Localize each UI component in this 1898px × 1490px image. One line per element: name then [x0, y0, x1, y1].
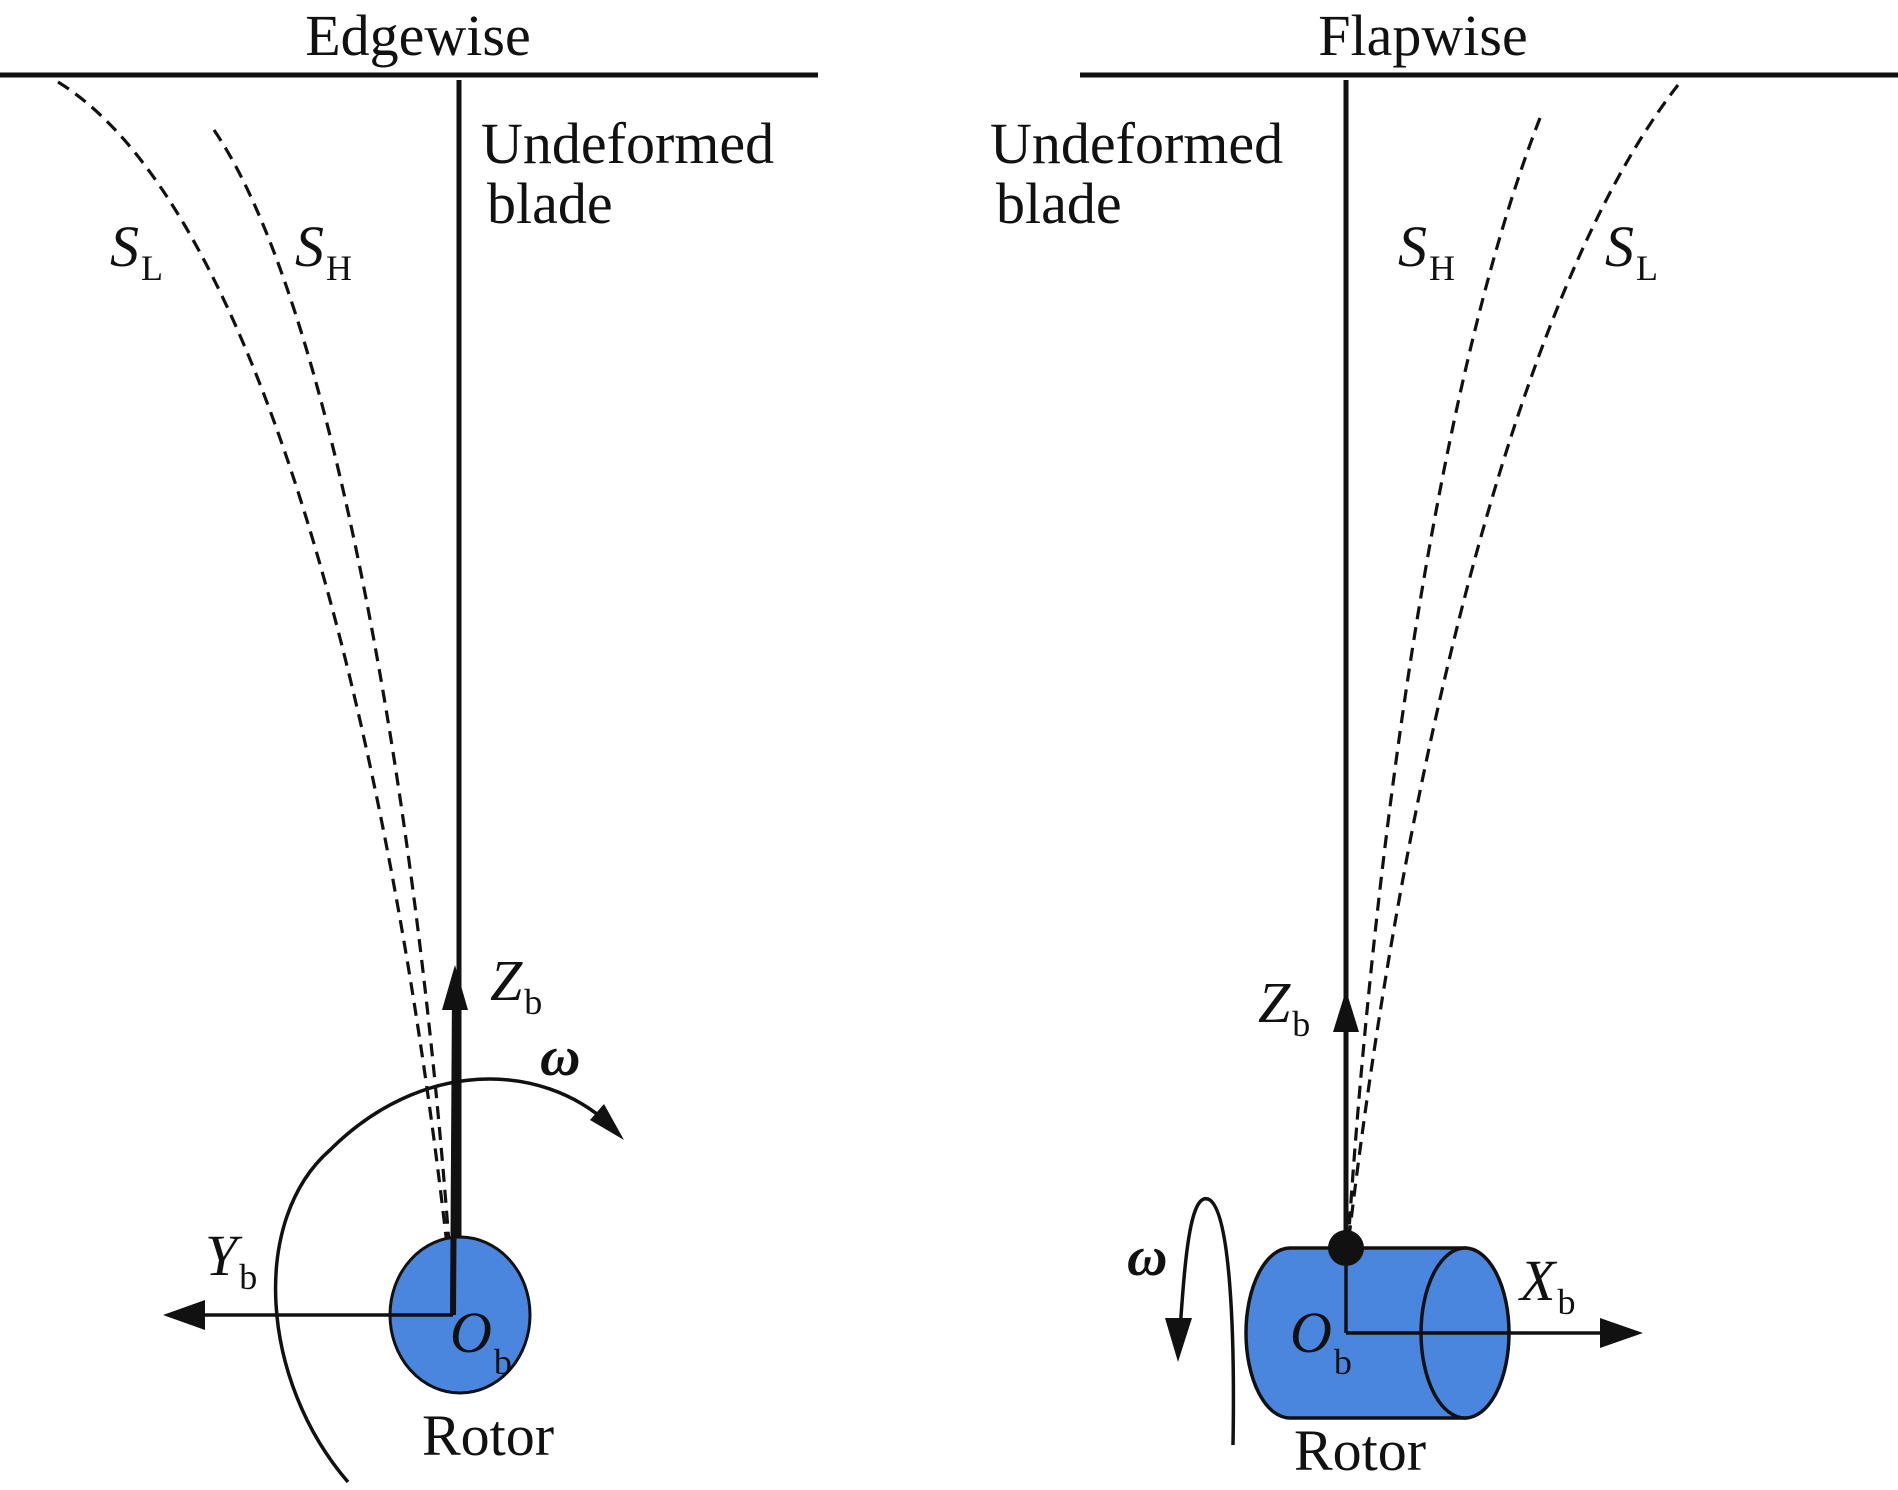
edgewise-y-label: Yb — [205, 1223, 257, 1297]
flapwise-sh-curve — [1346, 117, 1542, 1247]
flapwise-undeformed-label-1: Undeformed — [990, 111, 1283, 176]
edgewise-omega-label: ω — [540, 1026, 581, 1088]
flapwise-x-label: Xb — [1518, 1248, 1575, 1322]
edgewise-sl-label: SL — [110, 214, 163, 288]
edgewise-title: Edgewise — [305, 3, 531, 68]
edgewise-undeformed-label-2: blade — [487, 171, 613, 236]
flapwise-undeformed-label-2: blade — [996, 171, 1122, 236]
flapwise-sl-curve — [1346, 84, 1680, 1247]
edgewise-sh-curve — [212, 129, 455, 1301]
flapwise-panel: Flapwise Undeformed blade SH SL Zb Xb Ob… — [990, 3, 1898, 1483]
edgewise-y-arrowhead — [163, 1300, 205, 1330]
flapwise-sh-label: SH — [1398, 214, 1455, 288]
edgewise-origin-label: Ob — [450, 1300, 512, 1382]
flapwise-z-arrowhead — [1333, 990, 1359, 1032]
edgewise-undeformed-label-1: Undeformed — [481, 111, 774, 176]
flapwise-z-label: Zb — [1258, 970, 1310, 1044]
flapwise-title: Flapwise — [1318, 3, 1527, 68]
edgewise-z-label: Zb — [490, 948, 542, 1022]
edgewise-panel: Edgewise Undeformed blade SL SH ω Zb Yb … — [0, 3, 818, 1484]
flapwise-rotor-label: Rotor — [1294, 1418, 1426, 1483]
edgewise-sl-curve — [57, 80, 455, 1301]
edgewise-sh-label: SH — [295, 214, 352, 288]
flapwise-omega-loop — [1178, 1196, 1236, 1446]
flapwise-x-arrowhead — [1600, 1318, 1643, 1348]
edgewise-z-arrowhead — [442, 965, 468, 1010]
flapwise-origin-label: Ob — [1290, 1300, 1352, 1382]
flapwise-omega-arrowhead — [1165, 1318, 1192, 1362]
edgewise-z-axis — [450, 989, 458, 1316]
flapwise-omega-label: ω — [1127, 1226, 1168, 1288]
flapwise-hub-dot — [1328, 1230, 1364, 1266]
edgewise-rotor-label: Rotor — [422, 1403, 554, 1468]
flapwise-sl-label: SL — [1605, 214, 1658, 288]
edgewise-omega-arc — [273, 1077, 612, 1484]
edgewise-omega-arrowhead — [590, 1104, 624, 1140]
